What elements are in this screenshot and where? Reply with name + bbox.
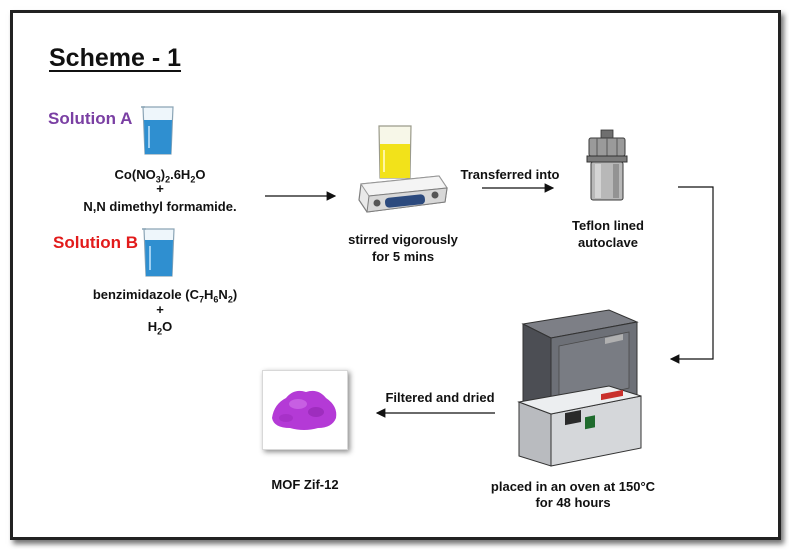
solution-b-reagent-benzimidazole: benzimidazole (C7H6N2): [92, 287, 238, 305]
solution-b-label: Solution B: [53, 233, 138, 252]
autoclave-label-line1: Teflon lined: [572, 218, 644, 233]
purple-powder-icon: [272, 390, 337, 430]
scheme-frame: [10, 10, 781, 540]
stir-step-label-line1: stirred vigorously: [348, 232, 458, 247]
oven-step-label-line2: for 48 hours: [535, 495, 611, 510]
beaker-solution-b-icon: [142, 228, 175, 277]
product-label: MOF Zif-12: [271, 477, 339, 492]
autoclave-label-line2: autoclave: [578, 235, 638, 250]
muffle-oven-icon: [517, 309, 642, 467]
scheme-title: Scheme - 1: [49, 44, 182, 72]
arrow-autoclave-to-oven: [669, 186, 714, 364]
magnetic-stirrer-icon: [358, 125, 448, 213]
solution-a-label: Solution A: [48, 109, 133, 128]
teflon-autoclave-icon: [586, 129, 628, 201]
solution-a-reagent-cobalt-nitrate: Co(NO3)2.6H2O: [114, 167, 206, 185]
solution-b-reagent-water: H2O: [147, 319, 173, 337]
filter-step-label: Filtered and dried: [385, 390, 495, 405]
solution-a-plus: +: [156, 181, 164, 196]
beaker-solution-a-icon: [141, 106, 174, 155]
stir-step-label-line2: for 5 mins: [371, 249, 435, 264]
solution-a-reagent-dmf: N,N dimethyl formamide.: [83, 199, 237, 214]
solution-b-plus: +: [156, 302, 164, 317]
transfer-step-label: Transferred into: [460, 167, 560, 182]
oven-step-label-line1: placed in an oven at 150°C: [490, 479, 656, 494]
